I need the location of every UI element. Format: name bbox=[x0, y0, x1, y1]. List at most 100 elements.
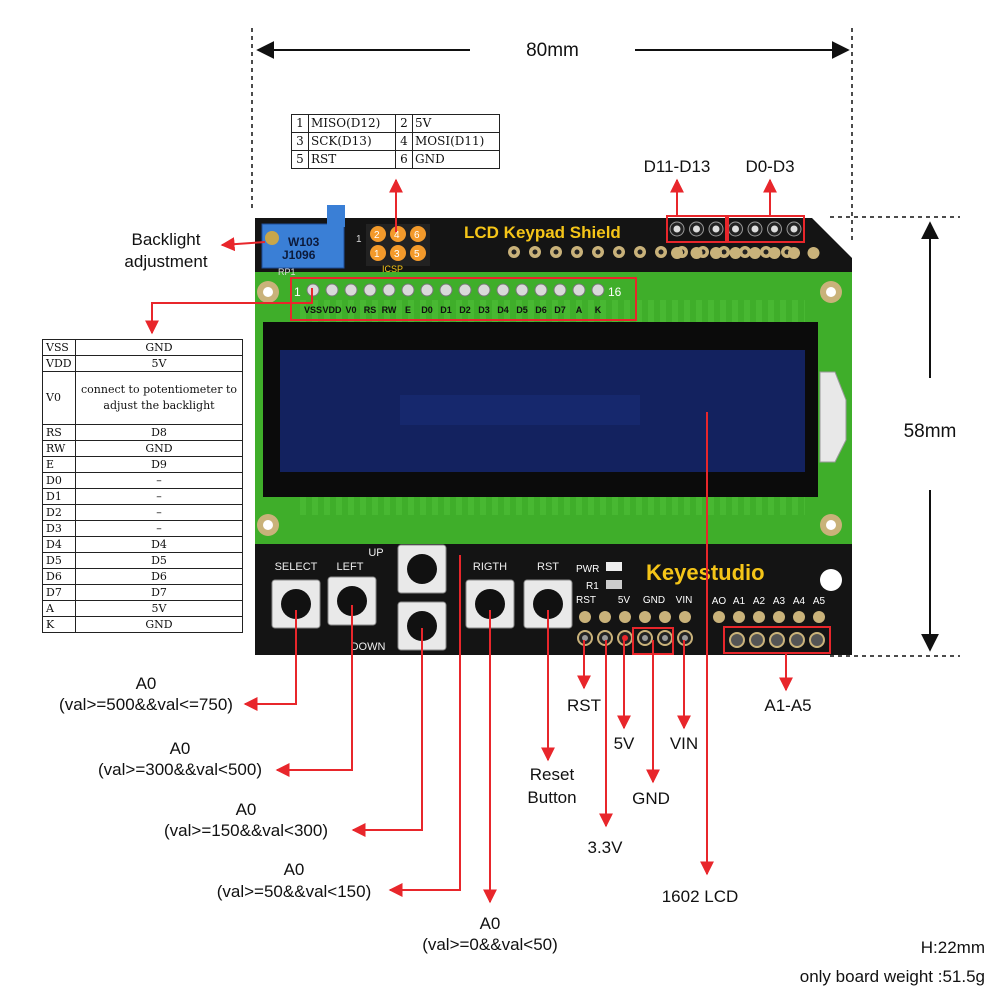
power-pad bbox=[639, 611, 651, 623]
right-range-label: (val>=0&&val<50) bbox=[422, 935, 558, 954]
up-button[interactable]: UP bbox=[368, 544, 447, 594]
pin-connection: D4 bbox=[75, 536, 243, 553]
lcd-header-pin bbox=[382, 283, 396, 297]
pin-name: D2 bbox=[42, 504, 76, 521]
left-button[interactable]: LEFT bbox=[327, 561, 377, 626]
d0-d3-callout: D0-D3 bbox=[745, 157, 795, 176]
header-hole bbox=[574, 249, 580, 255]
backlight-potentiometer: W103 J1096 RP1 bbox=[261, 205, 345, 277]
button-cap bbox=[281, 589, 311, 619]
select-range-label: (val>=500&&val<=750) bbox=[59, 695, 233, 714]
reset-button[interactable]: RST bbox=[523, 561, 573, 629]
icsp-row: 1 MISO(D12) 2 5V bbox=[291, 114, 500, 133]
power-pad bbox=[579, 611, 591, 623]
button-label: RST bbox=[537, 561, 559, 573]
gnd-callout: GND bbox=[632, 789, 670, 808]
analog-pin-label: A3 bbox=[773, 596, 786, 607]
power-pin-label: VIN bbox=[676, 595, 693, 606]
backlight-callout-line2: adjustment bbox=[124, 252, 208, 271]
pin-table-row: D2– bbox=[42, 504, 243, 521]
lcd-header-pin bbox=[572, 283, 586, 297]
digital-pad bbox=[768, 247, 781, 259]
analog-pad bbox=[793, 611, 805, 623]
icsp-num: 1 bbox=[291, 114, 309, 133]
pin-name: RW bbox=[42, 440, 76, 457]
lcd-header-pin bbox=[401, 283, 415, 297]
pin-name: D1 bbox=[42, 488, 76, 505]
digital-pin-hole bbox=[732, 225, 739, 233]
weight-label: only board weight :51.5g bbox=[799, 967, 985, 986]
icsp-pin-6: 6 bbox=[414, 230, 420, 241]
header-hole bbox=[763, 249, 769, 255]
analog-pad bbox=[733, 611, 745, 623]
digital-pin-hole bbox=[751, 225, 759, 233]
lcd-header-pin bbox=[591, 283, 605, 297]
up-range-label: (val>=50&&val<150) bbox=[216, 882, 372, 901]
power-pin-hole bbox=[582, 635, 588, 641]
analog-pin bbox=[749, 632, 765, 648]
pot-marking-2: J1096 bbox=[282, 248, 316, 262]
right-button[interactable]: RIGTH bbox=[465, 561, 515, 629]
pin-name: VSS bbox=[42, 339, 76, 356]
lcd-header-pin bbox=[458, 283, 472, 297]
lcd-header-pin bbox=[534, 283, 548, 297]
lcd-header-pin bbox=[553, 283, 567, 297]
vin-callout: VIN bbox=[669, 734, 699, 753]
brand-logo: Keyestudio bbox=[646, 560, 765, 585]
pin-connection: GND bbox=[75, 616, 243, 633]
pin-connection: – bbox=[75, 488, 243, 505]
analog-pin-label: A2 bbox=[753, 596, 766, 607]
button-label: RIGTH bbox=[473, 561, 507, 573]
lcd-1602-display bbox=[263, 322, 818, 497]
pin-name: E bbox=[42, 456, 76, 473]
digital-pad bbox=[788, 247, 800, 259]
pin-name: D6 bbox=[42, 568, 76, 585]
digital-pad bbox=[710, 247, 722, 259]
analog-pin bbox=[769, 632, 785, 648]
down-button[interactable]: DOWN bbox=[351, 601, 447, 653]
pin-connection: D7 bbox=[75, 584, 243, 601]
backlight-callout-line1: Backlight bbox=[131, 230, 201, 249]
reset-button-callout-line1: Reset bbox=[529, 765, 575, 784]
button-cap bbox=[475, 589, 505, 619]
lcd-pin-label: D4 bbox=[497, 305, 509, 315]
lcd-pin-label: K bbox=[595, 305, 602, 315]
d11-d13-callout: D11-D13 bbox=[643, 157, 711, 176]
pin-name: A bbox=[42, 600, 76, 617]
icsp-pin-4: 4 bbox=[394, 230, 400, 241]
left-a0-label: A0 bbox=[169, 739, 191, 758]
button-label: SELECT bbox=[275, 561, 318, 573]
lcd-pins-highlight bbox=[290, 277, 637, 321]
header-hole bbox=[532, 249, 538, 255]
pin-name: D5 bbox=[42, 552, 76, 569]
lcd-pin-label: D1 bbox=[440, 305, 452, 315]
lcd-pin-label: D3 bbox=[478, 305, 490, 315]
header-hole bbox=[511, 249, 517, 255]
pin-connection: D9 bbox=[75, 456, 243, 473]
width-dimension bbox=[251, 28, 853, 240]
5v-callout: 5V bbox=[613, 734, 635, 753]
icsp-pin-5: 5 bbox=[414, 249, 420, 260]
icsp-signal: MISO(D12) bbox=[308, 114, 396, 133]
analog-pad bbox=[773, 611, 785, 623]
digital-pad bbox=[671, 247, 683, 259]
down-a0-label: A0 bbox=[235, 800, 257, 819]
lcd-pin-label: VSS bbox=[304, 305, 322, 315]
button-cap bbox=[533, 589, 563, 619]
lcd-pin-label: D7 bbox=[554, 305, 566, 315]
down-range-label: (val>=150&&val<300) bbox=[164, 821, 328, 840]
header-start-label: 1 bbox=[294, 285, 301, 299]
icsp-num: 3 bbox=[291, 132, 309, 151]
lcd-header-pin bbox=[515, 283, 529, 297]
lcd-pin-label: RW bbox=[382, 305, 397, 315]
select-button[interactable]: SELECT bbox=[271, 561, 321, 629]
analog-pin-label: A1 bbox=[733, 596, 746, 607]
lcd-1602-callout: 1602 LCD bbox=[661, 887, 739, 906]
